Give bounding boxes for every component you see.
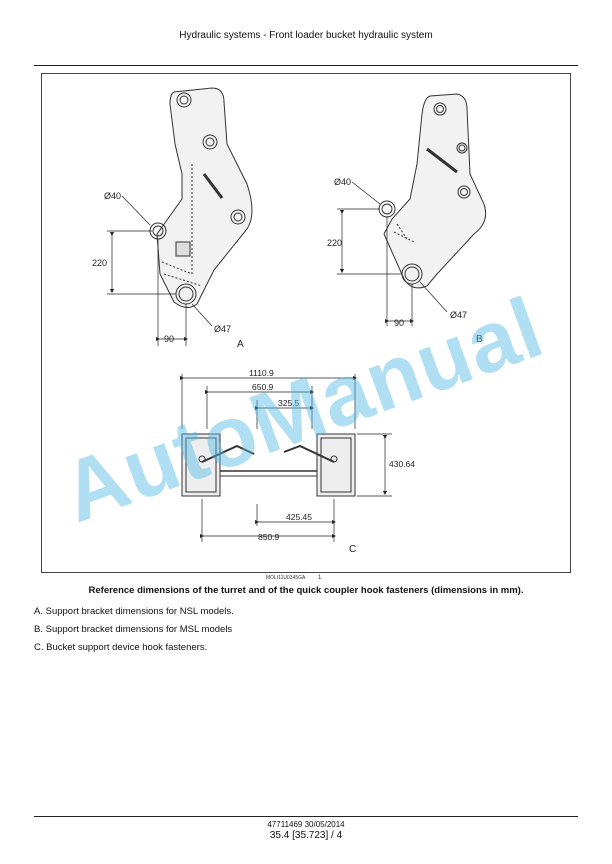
legend-item-c: C. Bucket support device hook fasteners. xyxy=(34,642,208,653)
page-header-title: Hydraulic systems - Front loader bucket … xyxy=(179,30,433,41)
figure-number: 1 xyxy=(318,575,322,581)
panel-c-label: C xyxy=(349,544,356,555)
legend-item-a: A. Support bracket dimensions for NSL mo… xyxy=(34,606,234,617)
dim-b-vertical: 220 xyxy=(327,238,342,248)
header-rule xyxy=(34,65,578,66)
bracket-b-drawing xyxy=(378,93,487,289)
dim-c-height: 430.64 xyxy=(389,459,415,469)
bracket-a-drawing xyxy=(149,87,253,308)
figure-frame: Ø40 220 90 Ø47 A Ø40 220 90 Ø4 xyxy=(41,73,571,573)
figure-caption: Reference dimensions of the turret and o… xyxy=(88,585,524,596)
dim-b-hole-large: Ø47 xyxy=(450,310,467,320)
panel-a-label: A xyxy=(237,339,244,350)
bracket-b-dimensions xyxy=(337,181,448,326)
dim-c-d2: 325.5 xyxy=(278,398,300,408)
dim-b-hole-small: Ø40 xyxy=(334,177,351,187)
dim-b-horizontal: 90 xyxy=(394,318,404,328)
bracket-a-dimensions xyxy=(107,195,213,346)
footer-page-number: 35.4 [35.723] / 4 xyxy=(269,830,343,841)
dim-c-d4: 850.9 xyxy=(258,532,280,542)
legend-list: A. Support bracket dimensions for NSL mo… xyxy=(34,605,234,659)
footer-rule xyxy=(34,816,578,817)
dim-a-horizontal: 90 xyxy=(164,334,174,344)
figure-id: MOLI11U0345GA xyxy=(266,575,306,581)
dim-a-vertical: 220 xyxy=(92,258,107,268)
legend-item-b: B. Support bracket dimensions for MSL mo… xyxy=(34,624,233,635)
dim-c-d3: 425.45 xyxy=(286,512,312,522)
dim-a-hole-large: Ø47 xyxy=(214,324,231,334)
footer-doc-number: 47711469 30/05/2014 xyxy=(267,820,345,829)
hook-assembly-dimensions xyxy=(179,374,392,542)
dim-c-overall: 1110.9 xyxy=(249,368,274,378)
technical-drawing: Ø40 220 90 Ø47 A Ø40 220 90 Ø4 xyxy=(92,87,487,555)
dim-a-hole-small: Ø40 xyxy=(104,191,121,201)
hook-assembly-drawing xyxy=(181,433,356,497)
panel-b-label: B xyxy=(476,334,483,345)
dim-c-d1: 650.9 xyxy=(252,382,274,392)
